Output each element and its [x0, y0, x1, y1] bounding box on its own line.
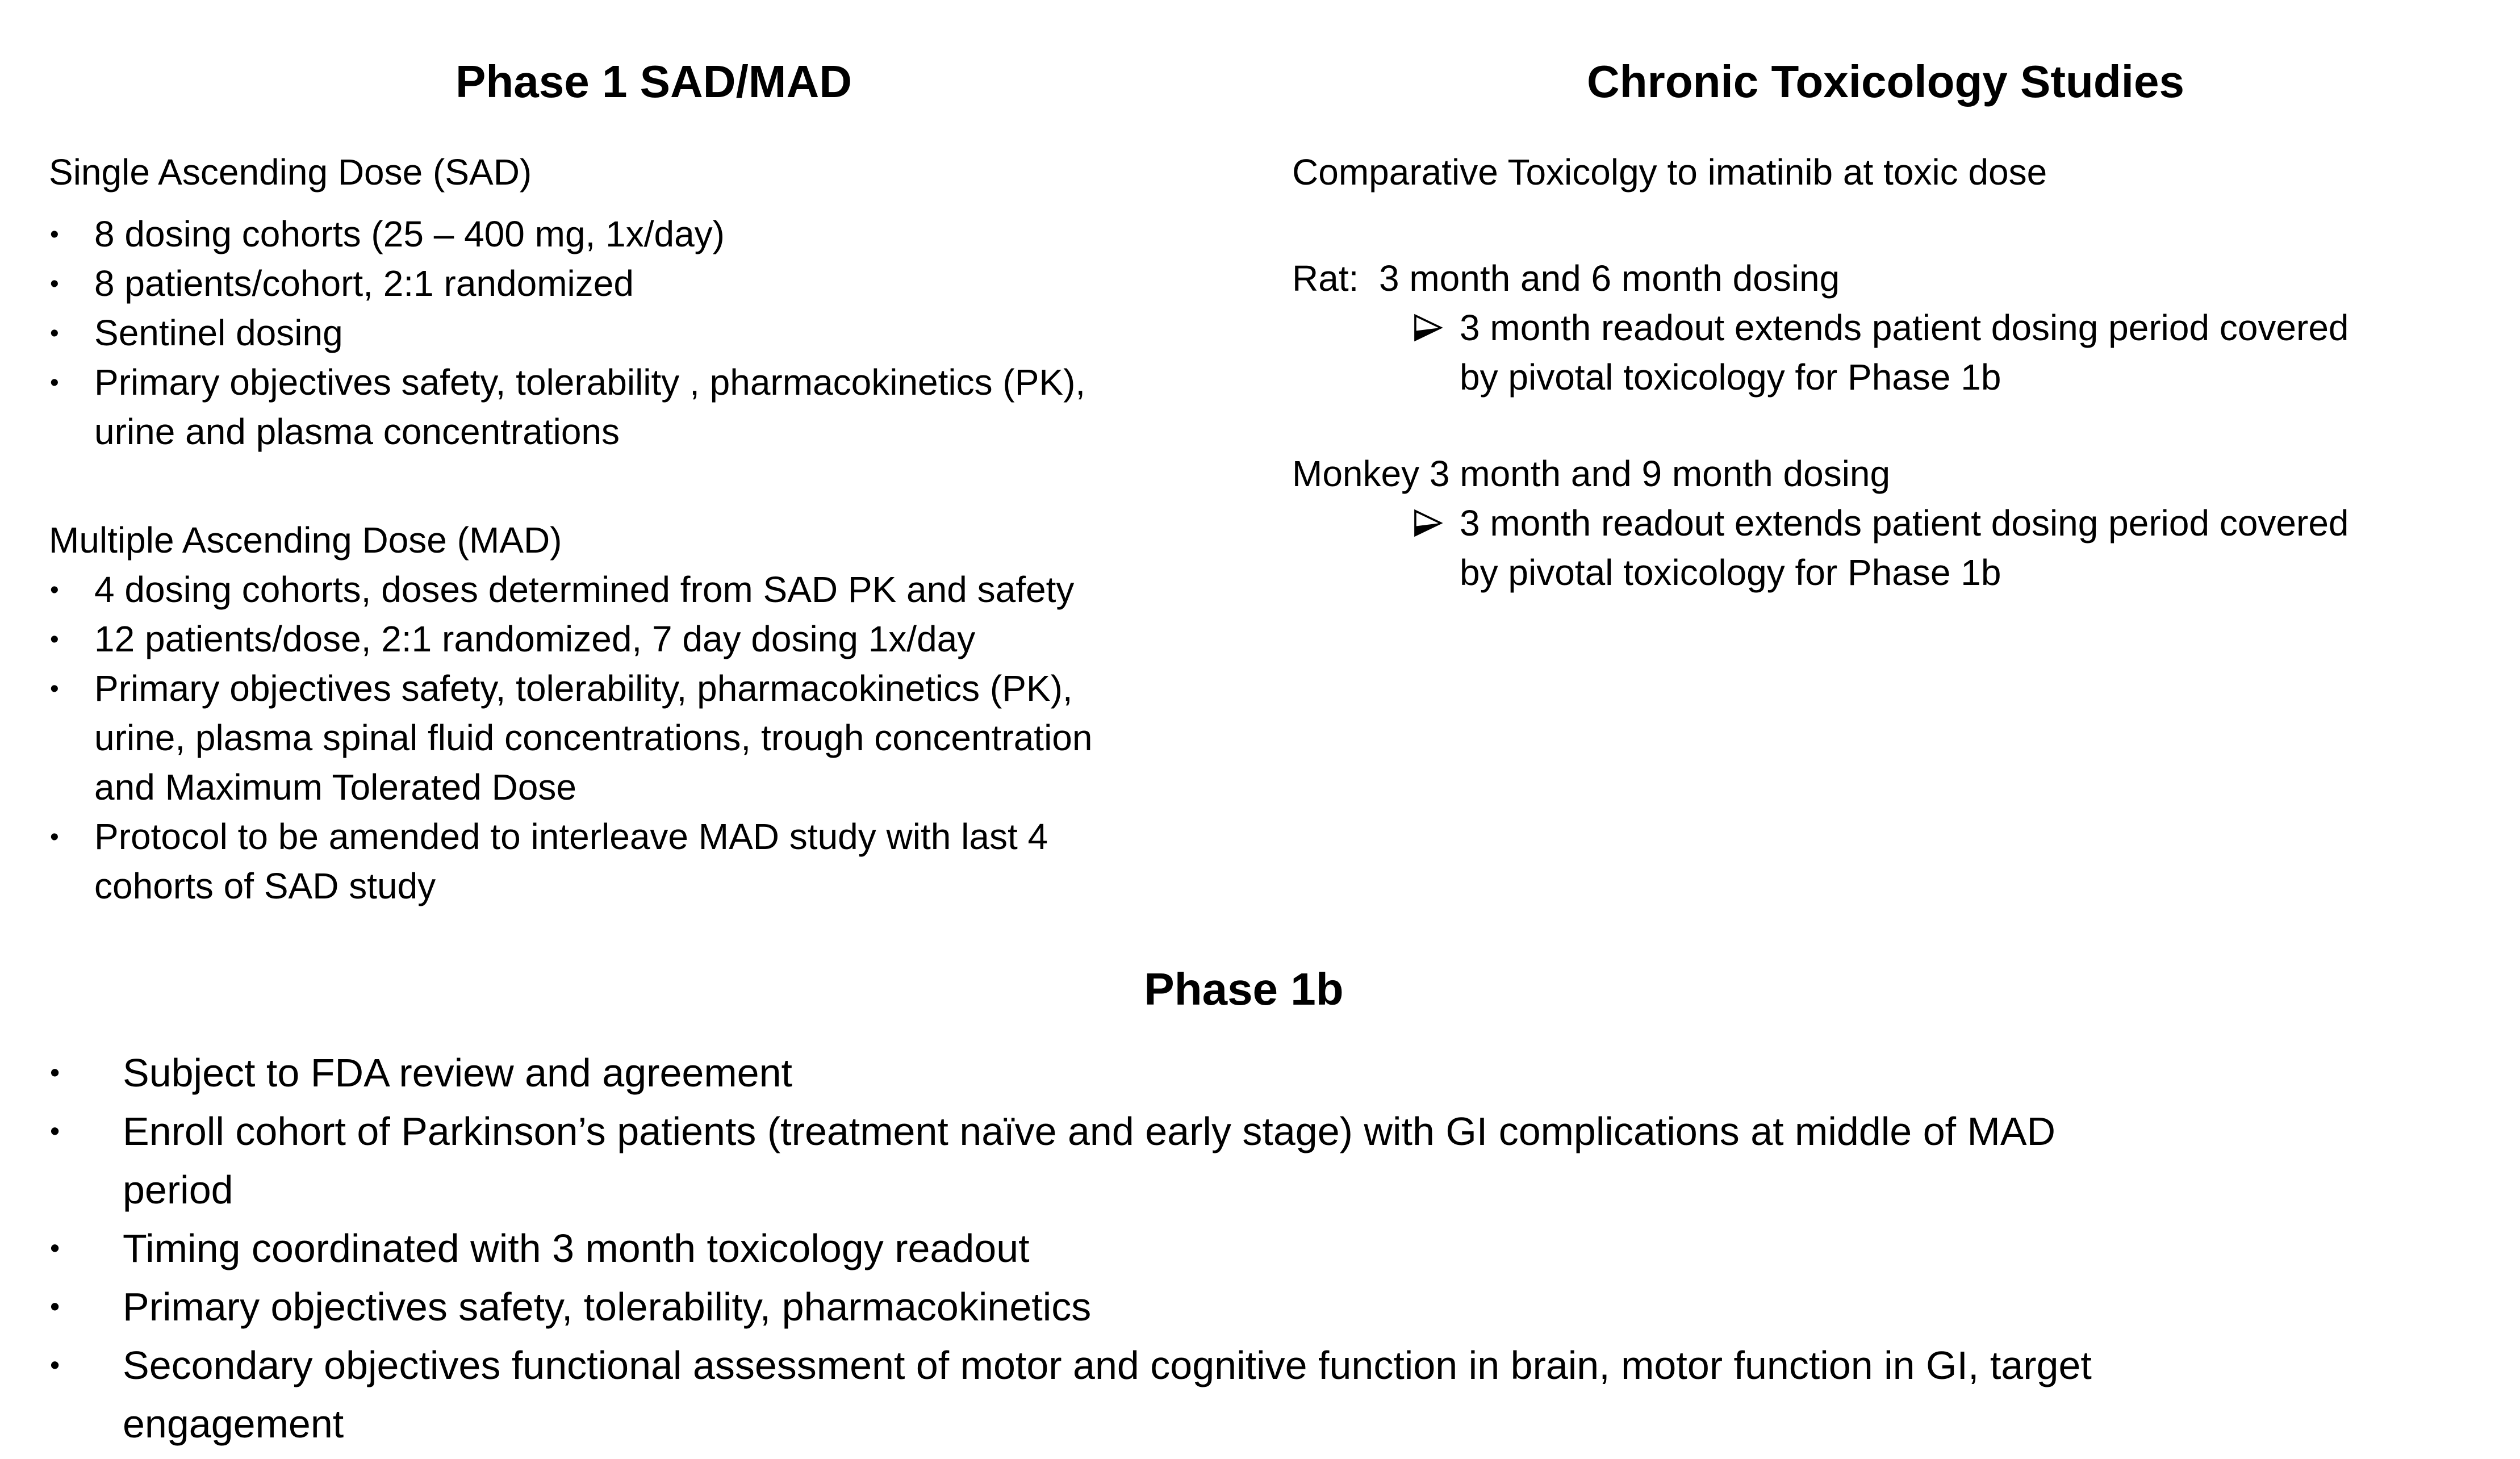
sad-bullet-line: Sentinel dosing: [94, 312, 343, 353]
rat-arrow-item: 3 month readout extends patient dosing p…: [1292, 303, 2520, 402]
phase-1b-bullet-line: Secondary objectives functional assessme…: [123, 1343, 2092, 1387]
right-column: Comparative Toxicolgy to imatinib at tox…: [1292, 148, 2520, 597]
phase-1b-bullet-line: period: [123, 1168, 233, 1212]
phase-1b-bullet-item-4: • Primary objectives safety, tolerabilit…: [49, 1278, 2439, 1336]
sad-bullet-list: • 8 dosing cohorts (25 – 400 mg, 1x/day)…: [49, 210, 1259, 457]
bullet-icon: •: [50, 1116, 60, 1147]
bullet-icon: •: [50, 319, 59, 347]
sad-bullet-line: 8 patients/cohort, 2:1 randomized: [94, 263, 634, 304]
rat-heading: Rat: 3 month and 6 month dosing: [1292, 258, 1840, 299]
mad-bullet-line: cohorts of SAD study: [94, 866, 436, 906]
left-column-title: Phase 1 SAD/MAD: [455, 56, 852, 107]
mad-bullet-line: Primary objectives safety, tolerability,…: [94, 668, 1073, 709]
bullet-icon: •: [50, 625, 59, 653]
mad-bullet-line: and Maximum Tolerated Dose: [94, 767, 576, 808]
bullet-icon: •: [50, 1350, 60, 1381]
phase-1b-bullet-item-1: • Subject to FDA review and agreement: [49, 1044, 2439, 1102]
phase-1b-bullet-item-3: • Timing coordinated with 3 month toxico…: [49, 1219, 2439, 1278]
phase-1b-bullet-item-5: • Secondary objectives functional assess…: [49, 1336, 2439, 1453]
mad-bullet-item-3: • Primary objectives safety, tolerabilit…: [49, 664, 1259, 812]
monkey-heading: Monkey 3 month and 9 month dosing: [1292, 453, 1891, 494]
right-arrowhead-icon: [1414, 509, 1443, 537]
bullet-icon: •: [50, 822, 59, 851]
mad-heading: Multiple Ascending Dose (MAD): [49, 520, 562, 561]
bullet-icon: •: [50, 1057, 60, 1088]
right-arrowhead-icon: [1414, 313, 1443, 342]
mad-bullet-line: 12 patients/dose, 2:1 randomized, 7 day …: [94, 618, 976, 659]
phase-1b-bullet-item-2: • Enroll cohort of Parkinson’s patients …: [49, 1102, 2439, 1219]
bullet-icon: •: [50, 674, 59, 703]
left-column: Single Ascending Dose (SAD) • 8 dosing c…: [49, 148, 1259, 911]
bullet-icon: •: [50, 220, 59, 248]
sad-bullet-line: 8 dosing cohorts (25 – 400 mg, 1x/day): [94, 214, 725, 254]
sad-heading: Single Ascending Dose (SAD): [49, 152, 532, 193]
phase-1b-bullet-line: Enroll cohort of Parkinson’s patients (t…: [123, 1109, 2056, 1153]
phase-1b-section: Phase 1b • Subject to FDA review and agr…: [49, 963, 2439, 1453]
sad-bullet-item-4: • Primary objectives safety, tolerabilit…: [49, 358, 1259, 457]
phase-1b-bullet-line: Timing coordinated with 3 month toxicolo…: [123, 1226, 1030, 1270]
phase-1b-bullet-line: Subject to FDA review and agreement: [123, 1051, 792, 1095]
mad-bullet-line: Protocol to be amended to interleave MAD…: [94, 816, 1048, 857]
rat-arrow-line: 3 month readout extends patient dosing p…: [1460, 307, 2349, 348]
tox-intro: Comparative Toxicolgy to imatinib at tox…: [1292, 152, 2047, 193]
monkey-arrow-line: 3 month readout extends patient dosing p…: [1460, 503, 2349, 544]
bullet-icon: •: [50, 1233, 60, 1264]
sad-bullet-item-2: • 8 patients/cohort, 2:1 randomized: [49, 259, 1259, 308]
phase-1b-bullet-list: • Subject to FDA review and agreement • …: [49, 1044, 2439, 1453]
mad-bullet-item-2: • 12 patients/dose, 2:1 randomized, 7 da…: [49, 614, 1259, 664]
bullet-icon: •: [50, 269, 59, 298]
mad-bullet-item-1: • 4 dosing cohorts, doses determined fro…: [49, 565, 1259, 614]
bullet-icon: •: [50, 1291, 60, 1322]
monkey-arrow-item: 3 month readout extends patient dosing p…: [1292, 499, 2520, 597]
rat-arrow-line: by pivotal toxicology for Phase 1b: [1460, 357, 2001, 398]
monkey-arrow-line: by pivotal toxicology for Phase 1b: [1460, 552, 2001, 593]
bullet-icon: •: [50, 368, 59, 396]
mad-bullet-item-4: • Protocol to be amended to interleave M…: [49, 812, 1259, 911]
mad-bullet-line: urine, plasma spinal fluid concentration…: [94, 717, 1093, 758]
mad-bullet-list: • 4 dosing cohorts, doses determined fro…: [49, 565, 1259, 911]
bullet-icon: •: [50, 575, 59, 604]
phase-1b-bullet-line: engagement: [123, 1402, 344, 1446]
phase-1b-title: Phase 1b: [1144, 964, 1344, 1014]
phase-1b-bullet-line: Primary objectives safety, tolerability,…: [123, 1285, 1092, 1329]
sad-bullet-item-1: • 8 dosing cohorts (25 – 400 mg, 1x/day): [49, 210, 1259, 259]
sad-bullet-line: urine and plasma concentrations: [94, 411, 620, 452]
sad-bullet-item-3: • Sentinel dosing: [49, 308, 1259, 358]
right-column-title: Chronic Toxicology Studies: [1587, 56, 2184, 107]
sad-bullet-line: Primary objectives safety, tolerability …: [94, 362, 1086, 403]
mad-bullet-line: 4 dosing cohorts, doses determined from …: [94, 569, 1075, 610]
